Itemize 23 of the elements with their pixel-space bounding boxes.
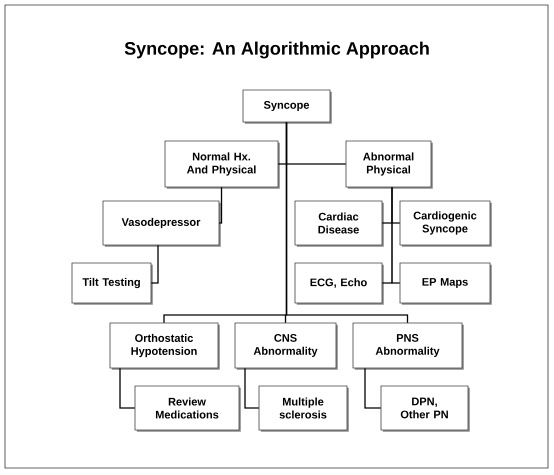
process-box: Orthostatic Hypotension <box>110 322 220 370</box>
process-box: Vasodepressor <box>102 200 221 247</box>
process-box: Multiple sclerosis <box>258 386 349 432</box>
connector <box>219 187 222 224</box>
process-box: Abnormal Physical <box>346 140 433 189</box>
process-box: PNS Abnormality <box>352 322 464 370</box>
connector <box>244 368 259 409</box>
connector <box>151 245 159 284</box>
connector <box>364 368 381 409</box>
process-box: EP Maps <box>400 262 492 305</box>
process-box: DPN, Other PN <box>380 386 470 432</box>
process-box: Review Medications <box>134 386 241 432</box>
process-box: ECG, Echo <box>294 262 384 305</box>
process-box: Cardiac Disease <box>294 200 384 247</box>
process-box: Tilt Testing <box>72 262 153 305</box>
process-box: CNS Abnormality <box>234 322 338 370</box>
connector <box>391 187 400 284</box>
process-box: Normal Hx. And Physical <box>164 140 280 189</box>
process-box: Cardiogenic Syncope <box>400 200 492 247</box>
connector <box>119 368 135 409</box>
process-box: Syncope <box>242 90 332 124</box>
connector <box>286 122 408 323</box>
title: Syncope: An Algorithmic Approach <box>124 42 429 58</box>
